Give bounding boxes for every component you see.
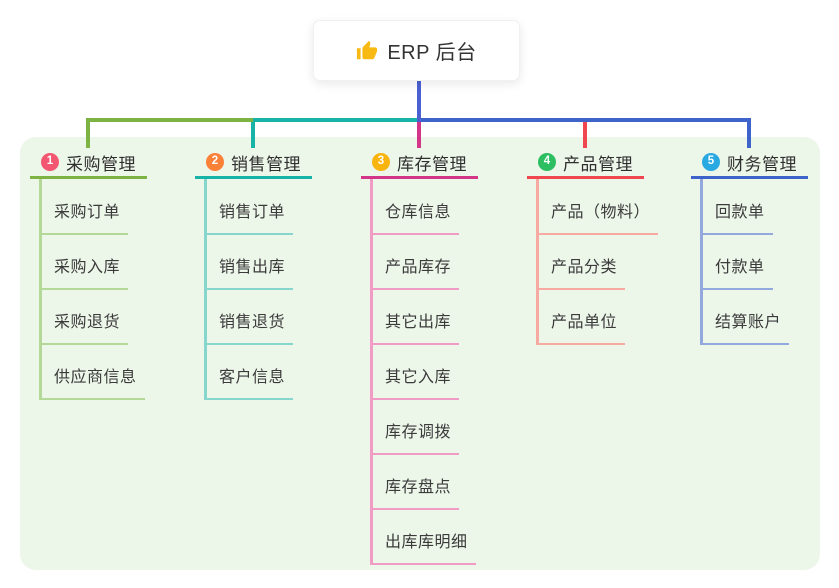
connector-drop-branch-5 xyxy=(747,118,751,148)
branch-item[interactable]: 销售订单 xyxy=(204,203,294,235)
thumbs-up-icon xyxy=(356,40,378,62)
connector-drop-branch-4 xyxy=(583,118,587,148)
trunk-segment-blue xyxy=(417,118,751,122)
branch-item[interactable]: 销售退货 xyxy=(204,313,294,345)
branch-item[interactable]: 其它入库 xyxy=(370,368,460,400)
branch-title-label: 产品管理 xyxy=(563,154,633,174)
branches-panel xyxy=(20,137,820,570)
connector-drop-branch-3 xyxy=(417,118,421,148)
branch-number-badge: 5 xyxy=(702,153,720,171)
branch-item[interactable]: 产品（物料） xyxy=(536,203,659,235)
branch-number-badge: 1 xyxy=(41,153,59,171)
branch-title-5[interactable]: 5 财务管理 xyxy=(691,148,808,179)
branch-number-badge: 4 xyxy=(538,153,556,171)
branch-item[interactable]: 采购退货 xyxy=(39,313,129,345)
branch-item[interactable]: 产品分类 xyxy=(536,258,626,290)
branch-item[interactable]: 库存调拨 xyxy=(370,423,460,455)
root-node-erp[interactable]: ERP 后台 xyxy=(313,20,520,81)
branch-item[interactable]: 产品单位 xyxy=(536,313,626,345)
branch-item[interactable]: 供应商信息 xyxy=(39,368,145,400)
branch-title-label: 财务管理 xyxy=(727,154,797,174)
connector-drop-branch-1 xyxy=(86,118,90,148)
branch-title-4[interactable]: 4 产品管理 xyxy=(527,148,644,179)
branch-item[interactable]: 付款单 xyxy=(700,258,773,290)
branch-item[interactable]: 结算账户 xyxy=(700,313,790,345)
branch-item[interactable]: 回款单 xyxy=(700,203,773,235)
trunk-segment-green xyxy=(86,118,253,122)
root-node-label: ERP 后台 xyxy=(387,42,477,64)
branch-title-2[interactable]: 2 销售管理 xyxy=(195,148,312,179)
branch-item[interactable]: 采购入库 xyxy=(39,258,129,290)
branch-item[interactable]: 出库库明细 xyxy=(370,533,476,565)
trunk-segment-teal xyxy=(253,118,419,122)
branch-item[interactable]: 仓库信息 xyxy=(370,203,460,235)
branch-item[interactable]: 库存盘点 xyxy=(370,478,460,510)
branch-child-line xyxy=(370,179,373,565)
branch-title-label: 采购管理 xyxy=(66,154,136,174)
branch-title-label: 库存管理 xyxy=(397,154,467,174)
branch-item[interactable]: 产品库存 xyxy=(370,258,460,290)
branch-title-1[interactable]: 1 采购管理 xyxy=(30,148,147,179)
branch-number-badge: 3 xyxy=(372,153,390,171)
branch-item[interactable]: 销售出库 xyxy=(204,258,294,290)
branch-item[interactable]: 其它出库 xyxy=(370,313,460,345)
branch-item[interactable]: 采购订单 xyxy=(39,203,129,235)
connector-drop-branch-2 xyxy=(251,118,255,148)
branch-number-badge: 2 xyxy=(206,153,224,171)
branch-title-3[interactable]: 3 库存管理 xyxy=(361,148,478,179)
branch-title-label: 销售管理 xyxy=(231,154,301,174)
branch-item[interactable]: 客户信息 xyxy=(204,368,294,400)
branch-child-line xyxy=(536,179,539,345)
branch-child-line xyxy=(700,179,703,345)
root-stem-line xyxy=(417,81,421,122)
